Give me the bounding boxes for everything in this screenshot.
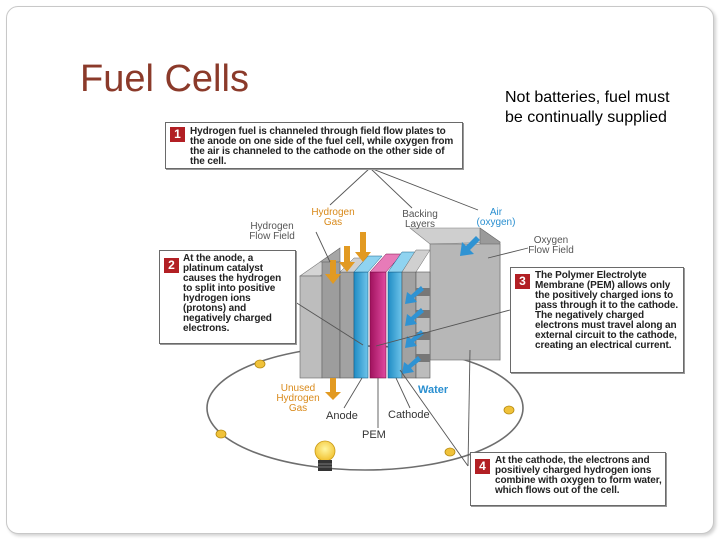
label-air-oxygen: Air (oxygen): [476, 207, 516, 228]
label-anode: Anode: [326, 410, 358, 422]
callout-number: 3: [515, 274, 530, 289]
callout-text: Hydrogen fuel is channeled through field…: [190, 126, 454, 167]
light-bulb-icon: [314, 440, 336, 471]
callout-text: At the cathode, the electrons and positi…: [495, 455, 662, 496]
leader-lines: [291, 167, 529, 467]
label-oxygen-flow-field: Oxygen Flow Field: [528, 235, 574, 256]
slide-title: Fuel Cells: [80, 58, 249, 100]
callout-text: The Polymer Electrolyte Membrane (PEM) a…: [535, 270, 679, 351]
callout-number: 1: [170, 127, 185, 142]
callout-4: 4 At the cathode, the electrons and posi…: [470, 452, 666, 506]
callout-number: 4: [475, 459, 490, 474]
callout-2: 2 At the anode, a platinum catalyst caus…: [159, 250, 296, 344]
label-hydrogen-gas: Hydrogen Gas: [311, 207, 355, 228]
callout-number: 2: [164, 258, 179, 273]
callout-1: 1 Hydrogen fuel is channeled through fie…: [165, 122, 463, 169]
label-pem: PEM: [362, 429, 386, 441]
label-water: Water: [418, 384, 449, 396]
label-unused-hydrogen-gas: Unused Hydrogen Gas: [276, 383, 320, 414]
slide-note: Not batteries, fuel must be continually …: [505, 89, 670, 126]
label-cathode: Cathode: [388, 409, 430, 421]
callout-3: 3 The Polymer Electrolyte Membrane (PEM)…: [510, 267, 684, 373]
label-backing-layers: Backing Layers: [402, 209, 438, 230]
callout-text: At the anode, a platinum catalyst causes…: [183, 253, 282, 334]
hydrogen-inflow-arrows: [325, 232, 371, 400]
label-hydrogen-flow-field: Hydrogen Flow Field: [249, 221, 295, 242]
